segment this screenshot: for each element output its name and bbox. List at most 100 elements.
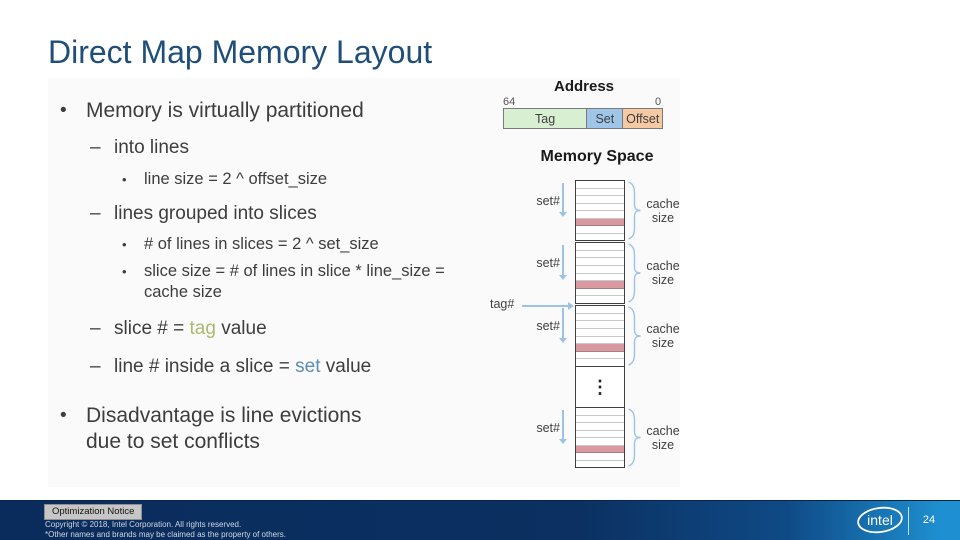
list-item: • Disadvantage is line evictions due to … [48, 403, 484, 455]
address-bit-low: 0 [655, 96, 662, 108]
line-row [576, 321, 624, 329]
dash-icon: – [90, 356, 101, 377]
line-row [576, 243, 624, 251]
address-field-box: Tag Set Offset [503, 108, 665, 129]
line-row [576, 314, 624, 322]
list-item: • slice size = # of lines in slice * lin… [48, 261, 484, 303]
copyright-text: Copyright © 2018, Intel Corporation. All… [45, 520, 286, 539]
copyright-line-1: Copyright © 2018, Intel Corporation. All… [45, 520, 242, 529]
set-arrow [562, 245, 564, 275]
list-item: – lines grouped into slices [48, 202, 484, 226]
page-number: 24 [922, 514, 936, 526]
list-item: – slice # = tag value [48, 317, 484, 341]
set-arrowhead-icon [559, 212, 567, 217]
text-segment: slice # = [114, 318, 190, 339]
bullet-icon: • [122, 237, 127, 252]
bullet-list: • Memory is virtually partitioned – into… [48, 88, 484, 455]
line-row [576, 329, 624, 337]
line-row [576, 204, 624, 211]
line-row [576, 274, 624, 282]
line-row [576, 423, 624, 431]
memory-diagram: Address 64 0 Tag Set Offset Memory Space… [488, 78, 688, 490]
address-field-tag: Tag [503, 108, 588, 129]
set-number-label: set# [536, 421, 560, 435]
line-row [576, 266, 624, 274]
text-segment: line # inside a slice = [114, 356, 296, 377]
tag-number-label: tag# [490, 297, 515, 311]
list-item: – line # inside a slice = set value [48, 355, 484, 379]
list-item: • Memory is virtually partitioned [48, 98, 484, 124]
cache-size-bracket [628, 408, 641, 467]
list-item: – into lines [48, 136, 484, 160]
intel-logo-text: intel [867, 512, 893, 528]
memory-slice [575, 242, 625, 304]
cache-size-bracket [628, 181, 641, 240]
set-arrow [562, 183, 564, 212]
set-number-label: set# [536, 194, 560, 208]
footer-bar: Optimization Notice Copyright © 2018, In… [0, 500, 960, 540]
highlighted-line-row [576, 344, 624, 352]
text-segment: value [215, 318, 267, 339]
list-item-text: lines grouped into slices [114, 203, 317, 224]
set-arrow [562, 410, 564, 439]
list-item-text: # of lines in slices = 2 ^ set_size [144, 235, 379, 253]
tag-arrow [522, 305, 568, 307]
set-number-label: set# [536, 256, 560, 270]
address-title: Address [553, 78, 615, 95]
list-item: • line size = 2 ^ offset_size [48, 169, 484, 190]
memory-ellipsis: ⋮ [575, 367, 625, 407]
line-row [576, 431, 624, 438]
text-segment: value [320, 356, 372, 377]
line-row [576, 234, 624, 241]
line-row [576, 306, 624, 314]
ellipsis-icon: ⋮ [591, 376, 609, 397]
list-item: • # of lines in slices = 2 ^ set_size [48, 234, 484, 255]
copyright-line-2: *Other names and brands may be claimed a… [45, 529, 287, 539]
intel-logo: intel [857, 506, 903, 534]
line-row [576, 408, 624, 416]
cache-size-bracket [628, 243, 641, 303]
dash-icon: – [90, 137, 101, 158]
line-row [576, 359, 624, 366]
list-item-text: Memory is virtually partitioned [86, 99, 364, 122]
memory-space-title: Memory Space [540, 148, 654, 165]
tag-keyword: tag [189, 318, 216, 339]
bullet-icon: • [60, 100, 67, 121]
content-screenshot-area [48, 78, 680, 487]
line-row [576, 189, 624, 196]
dash-icon: – [90, 318, 101, 339]
page-title: Direct Map Memory Layout [48, 34, 433, 70]
bullet-icon: • [122, 172, 127, 187]
optimization-notice-badge: Optimization Notice [44, 504, 143, 520]
set-arrowhead-icon [559, 338, 567, 343]
line-row [576, 416, 624, 423]
set-number-label: set# [536, 319, 560, 333]
line-row [576, 258, 624, 266]
list-item-text: slice # = tag value [114, 317, 267, 341]
dash-icon: – [90, 203, 101, 224]
bullet-icon: • [122, 264, 127, 279]
line-row [576, 337, 624, 345]
line-row [576, 438, 624, 446]
set-keyword: set [295, 356, 321, 377]
line-row [576, 296, 624, 303]
address-field-offset: Offset [622, 108, 663, 129]
cache-size-label: cache size [646, 322, 680, 350]
line-row [576, 352, 624, 360]
set-arrowhead-icon [559, 275, 567, 280]
address-field-set: Set [586, 108, 624, 129]
memory-slice [575, 305, 625, 367]
set-arrowhead-icon [559, 439, 567, 444]
highlighted-line-row [576, 445, 624, 453]
set-arrow [562, 308, 564, 338]
cache-size-label: cache size [646, 196, 680, 225]
line-row [576, 461, 624, 468]
highlighted-line-row [576, 281, 624, 289]
tag-arrowhead-icon [568, 302, 574, 310]
cache-size-bracket [628, 306, 641, 366]
cache-size-label: cache size [646, 423, 680, 452]
line-row [576, 181, 624, 189]
cache-size-label: cache size [646, 259, 680, 287]
bullet-icon: • [60, 405, 67, 426]
